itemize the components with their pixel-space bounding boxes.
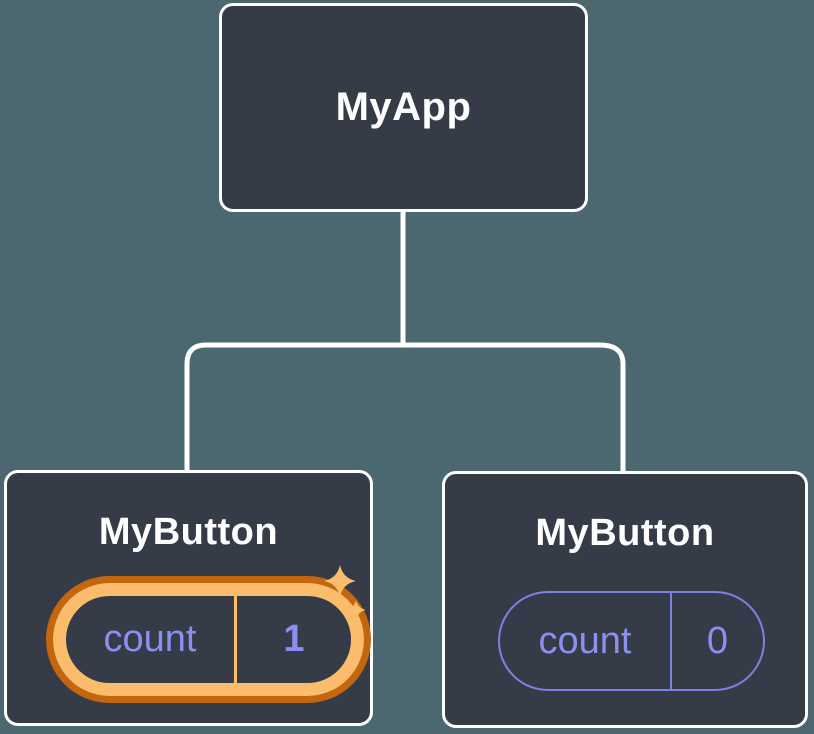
state-name: count [538, 619, 632, 662]
state-pill-divider [670, 593, 672, 689]
state-value: 1 [283, 618, 305, 660]
node-myapp: MyApp [219, 3, 588, 212]
node-mybutton-highlighted: MyButton count 1 [4, 470, 373, 726]
node-mybutton-label: MyButton [535, 512, 715, 554]
state-pill-highlighted: count 1 [53, 583, 364, 696]
node-myapp-label: MyApp [335, 85, 472, 129]
state-value: 0 [706, 619, 729, 662]
node-mybutton-label: MyButton [98, 511, 279, 553]
state-name: count [103, 618, 197, 660]
state-pill: count 0 [498, 591, 765, 691]
node-mybutton-plain: MyButton count 0 [442, 471, 808, 728]
state-pill-divider [234, 596, 237, 683]
